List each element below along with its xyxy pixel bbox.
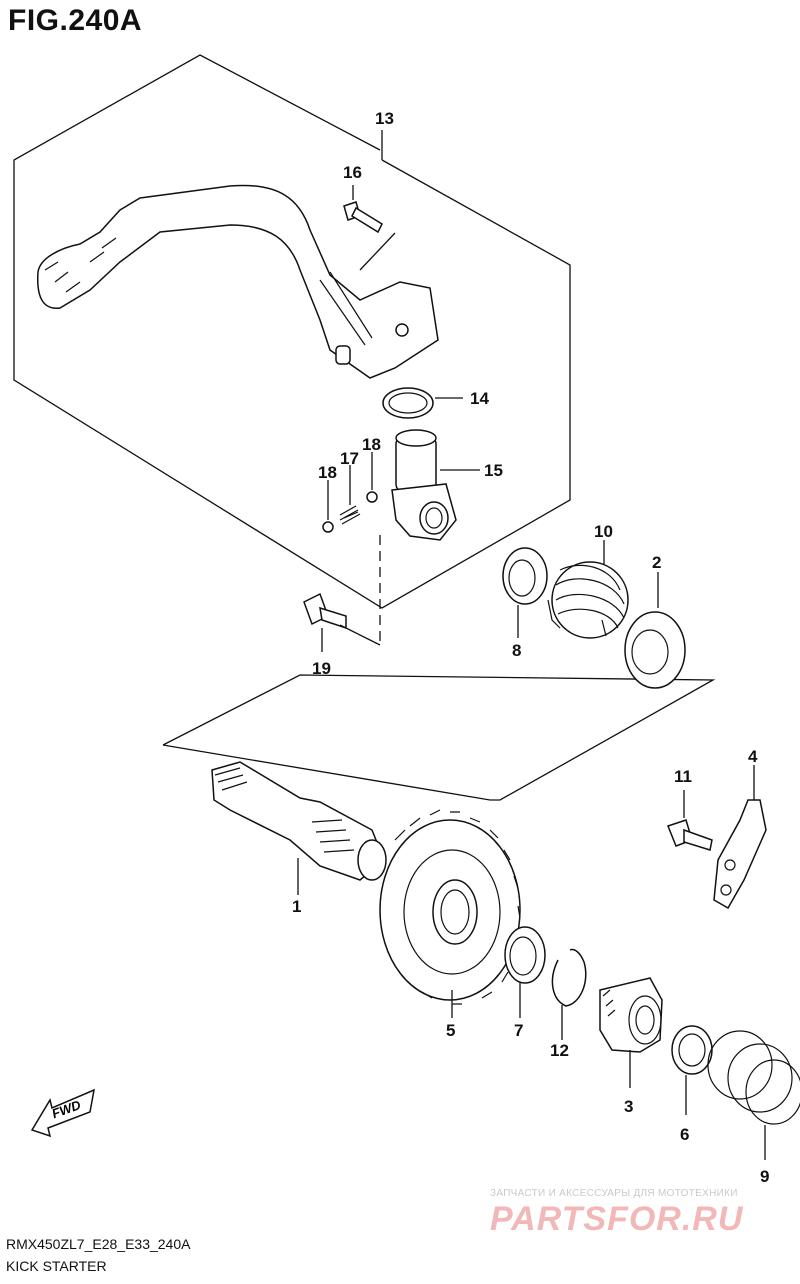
callout-18-upper: 18: [362, 435, 381, 454]
callout-16: 16: [343, 163, 362, 182]
callout-6: 6: [680, 1125, 689, 1144]
callout-11: 11: [674, 767, 692, 786]
kick-drive-gear[interactable]: [379, 809, 521, 1005]
ball-spring[interactable]: [339, 465, 361, 525]
watermark-tagline: ЗАПЧАСТИ И АКСЕССУАРЫ ДЛЯ МОТОТЕХНИКИ: [490, 1188, 738, 1199]
flange-bolt[interactable]: [303, 592, 347, 630]
callout-9: 9: [760, 1167, 769, 1186]
callout-19: 19: [312, 659, 331, 678]
callout-13: 13: [375, 109, 394, 128]
callout-4: 4: [748, 747, 758, 766]
spring-washer[interactable]: [671, 1025, 713, 1075]
circlip[interactable]: [551, 948, 587, 1007]
callout-18-lower: 18: [318, 463, 337, 482]
watermark-logo-text: PARTSFOR.RU: [490, 1200, 744, 1238]
callout-10: 10: [594, 522, 613, 541]
callout-17: 17: [340, 449, 359, 468]
ratchet-spring[interactable]: [707, 1030, 800, 1125]
spring-guide-plate[interactable]: [624, 611, 686, 689]
callout-7: 7: [514, 1021, 523, 1040]
guide-plate-bolt[interactable]: [667, 819, 713, 851]
callout-12: 12: [550, 1041, 569, 1060]
steel-ball-lower[interactable]: [322, 521, 334, 533]
shaft-assembly-outline: [162, 674, 716, 801]
oil-seal[interactable]: [502, 547, 548, 605]
callout-labels: 13 16 14 15 17 18 18 10 2 8 19 4 11 1 5 …: [292, 109, 769, 1186]
callout-5: 5: [446, 1021, 455, 1040]
callout-2: 2: [652, 553, 661, 572]
lever-bolt[interactable]: [343, 185, 383, 234]
steel-ball-upper[interactable]: [366, 491, 378, 503]
callout-8: 8: [512, 641, 521, 660]
kick-ratchet[interactable]: [599, 977, 663, 1053]
kick-boss[interactable]: [391, 429, 457, 541]
fwd-direction-arrow: FWD: [30, 1088, 95, 1138]
kick-lever[interactable]: [37, 184, 439, 379]
callout-14: 14: [470, 389, 489, 408]
kick-starter-shaft[interactable]: [211, 761, 387, 881]
callout-1: 1: [292, 897, 301, 916]
assembly-13-outline: [13, 54, 571, 609]
callout-3: 3: [624, 1097, 633, 1116]
model-code: RMX450ZL7_E28_E33_240A: [6, 1236, 191, 1252]
diagram-caption: KICK STARTER: [6, 1258, 107, 1274]
figure-title: FIG.240A: [8, 4, 143, 37]
ratchet-guide-plate[interactable]: [713, 799, 767, 910]
return-spring[interactable]: [547, 561, 629, 639]
callout-15: 15: [484, 461, 503, 480]
watermark-logo: PARTSFOR.RU: [490, 1200, 744, 1238]
